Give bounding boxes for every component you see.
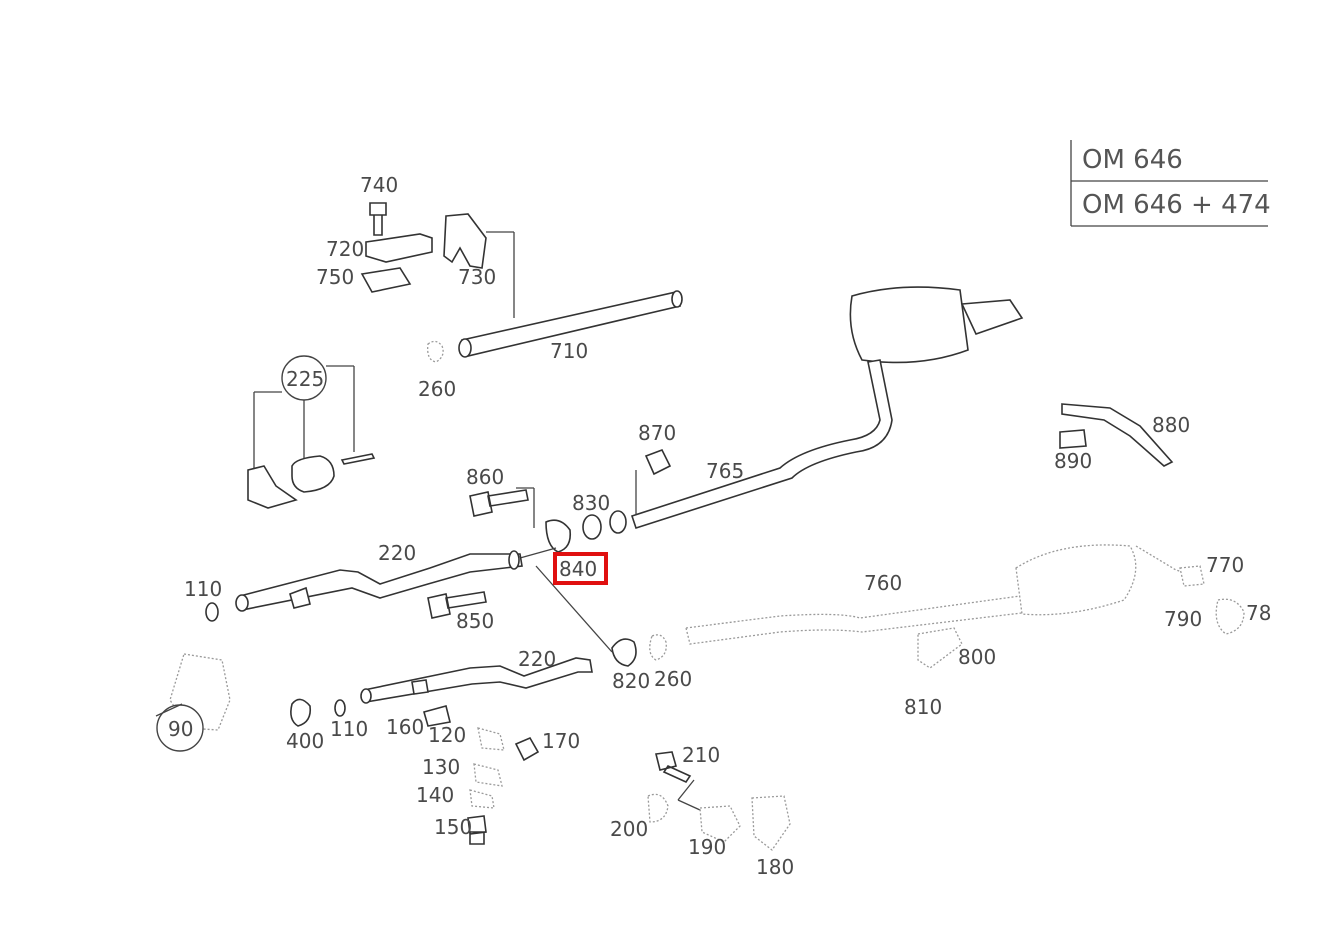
bolt-210	[655, 751, 692, 784]
part-120	[477, 727, 505, 751]
label-120[interactable]: 120	[428, 723, 466, 747]
label-140[interactable]: 140	[416, 783, 454, 807]
label-110-bottom[interactable]: 110	[330, 717, 368, 741]
hanger-770	[1179, 565, 1205, 587]
rubber-mount-730	[443, 213, 487, 269]
muffler-rear	[849, 286, 969, 364]
seal-110-top	[205, 602, 219, 622]
mount-group-225	[247, 355, 376, 509]
clamp-parts	[427, 487, 627, 619]
pipe-710	[427, 290, 683, 363]
legend-row-2: OM 646 + 474	[1082, 190, 1271, 220]
rubber-damper-225	[291, 455, 335, 493]
label-870[interactable]: 870	[638, 421, 676, 445]
bracket-160	[423, 705, 451, 727]
part-180	[751, 795, 791, 851]
label-260-top[interactable]: 260	[418, 377, 456, 401]
label-760[interactable]: 760	[864, 571, 902, 595]
label-880[interactable]: 880	[1152, 413, 1190, 437]
label-200[interactable]: 200	[610, 817, 648, 841]
label-130[interactable]: 130	[422, 755, 460, 779]
clamp-260-bottom	[649, 634, 667, 661]
label-260-bottom[interactable]: 260	[654, 667, 692, 691]
part-190	[699, 805, 741, 843]
clamp-260-top	[427, 340, 444, 363]
center-pipe-760	[535, 544, 1245, 669]
label-225[interactable]: 225	[286, 367, 324, 391]
label-180[interactable]: 180	[756, 855, 794, 879]
label-810[interactable]: 810	[904, 695, 942, 719]
label-710[interactable]: 710	[550, 339, 588, 363]
clamp-ring-840	[545, 519, 572, 553]
front-pipe-220-bottom	[360, 657, 593, 704]
highlight-box-840	[553, 552, 608, 585]
label-740[interactable]: 740	[360, 173, 398, 197]
bracket-225	[247, 465, 298, 509]
label-210[interactable]: 210	[682, 743, 720, 767]
label-890[interactable]: 890	[1054, 449, 1092, 473]
label-850[interactable]: 850	[456, 609, 494, 633]
label-800[interactable]: 800	[958, 645, 996, 669]
label-110-top[interactable]: 110	[184, 577, 222, 601]
label-220-bottom[interactable]: 220	[518, 647, 556, 671]
label-190[interactable]: 190	[688, 835, 726, 859]
part-200	[647, 793, 669, 823]
bolt-850	[427, 591, 487, 619]
label-720[interactable]: 720	[326, 237, 364, 261]
label-90[interactable]: 90	[168, 717, 193, 741]
label-150[interactable]: 150	[434, 815, 472, 839]
bolt-225	[340, 453, 376, 465]
label-220-top[interactable]: 220	[378, 541, 416, 565]
bracket-800	[917, 627, 963, 669]
label-78[interactable]: 78	[1246, 601, 1271, 625]
pipe-765	[630, 359, 893, 530]
hanger-bracket-group	[360, 202, 515, 318]
part-130	[473, 763, 503, 787]
nut-890	[1059, 429, 1087, 449]
label-400[interactable]: 400	[286, 729, 324, 753]
label-770[interactable]: 770	[1206, 553, 1244, 577]
legend-row-1: OM 646	[1082, 145, 1183, 175]
part-140	[469, 789, 495, 809]
label-860[interactable]: 860	[466, 465, 504, 489]
bracket-720	[365, 233, 433, 263]
label-765[interactable]: 765	[706, 459, 744, 483]
lower-hardware	[155, 653, 791, 851]
muffler-center	[1015, 544, 1137, 616]
clamp-400	[290, 698, 312, 727]
bolt-860	[469, 489, 529, 517]
label-160[interactable]: 160	[386, 715, 424, 739]
bolt-740	[369, 202, 387, 236]
label-750[interactable]: 750	[316, 265, 354, 289]
engine-legend: OM 646 OM 646 + 474	[1070, 140, 1271, 227]
seal-830	[582, 514, 602, 540]
label-730[interactable]: 730	[458, 265, 496, 289]
seal-820	[611, 638, 637, 667]
label-790[interactable]: 790	[1164, 607, 1202, 631]
front-pipe-220-top	[205, 550, 523, 622]
label-170[interactable]: 170	[542, 729, 580, 753]
rear-silencer-765	[630, 286, 1024, 530]
rubber-78	[1215, 598, 1245, 635]
label-820[interactable]: 820	[612, 669, 650, 693]
nut-170	[514, 736, 540, 762]
tailpipe	[960, 299, 1024, 335]
label-840[interactable]: 840	[559, 557, 597, 581]
plate-750	[360, 267, 412, 293]
part-labels: 740 720 750 730 710 260 225 870 765 880 …	[168, 173, 1271, 879]
label-830[interactable]: 830	[572, 491, 610, 515]
rear-hanger-880	[1059, 403, 1174, 467]
bolt-150	[467, 815, 487, 845]
nut-870	[644, 448, 672, 476]
seal-110-bottom	[334, 699, 346, 717]
